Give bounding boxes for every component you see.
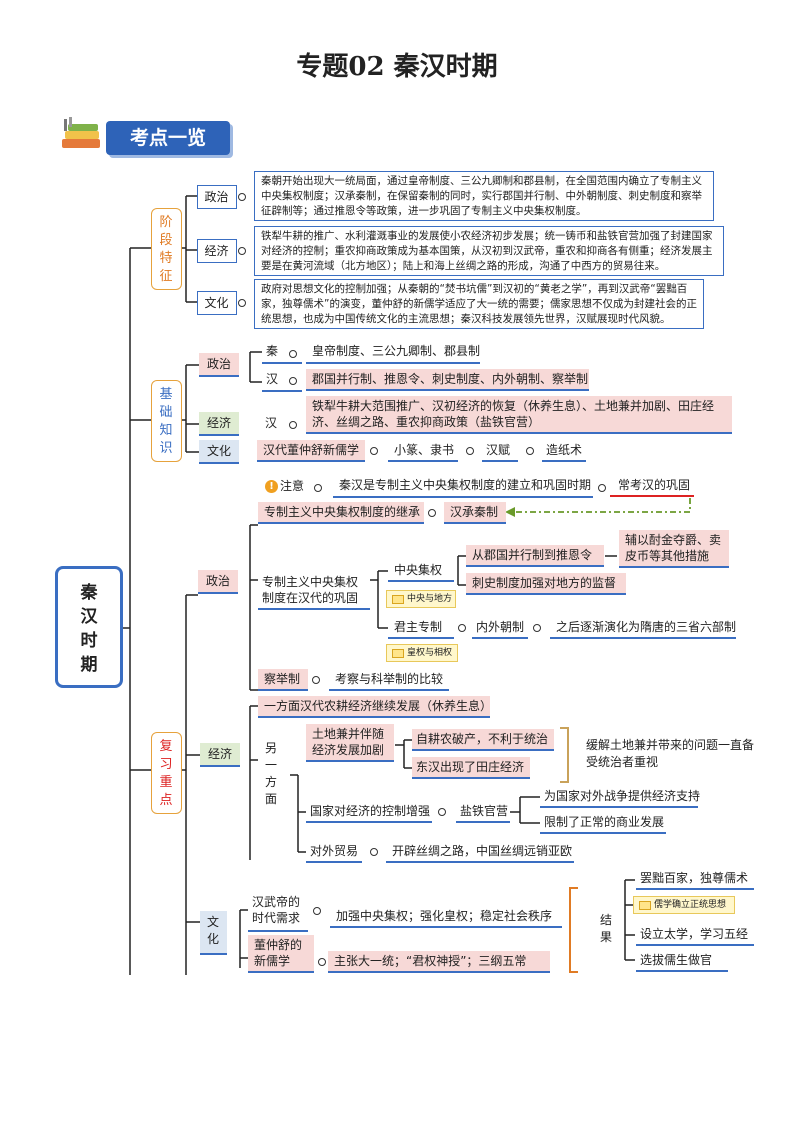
basic-economy-han: 汉 — [265, 416, 278, 430]
central-note: 中央与地方 — [386, 590, 456, 608]
attention-label: 注意 — [280, 479, 305, 493]
trade-box: 对外贸易 — [306, 841, 362, 863]
qin-text: 皇帝制度、三公九卿制、郡县制 — [306, 342, 480, 364]
result-c: 选拔儒生做官 — [636, 950, 728, 972]
inherit-result: 汉承秦制 — [444, 502, 506, 524]
monarch-note: 皇权与相权 — [386, 644, 458, 662]
stage-culture-text: 政府对思想文化的控制加强；从秦朝的“焚书坑儒”到汉初的“黄老之学”，再到汉武帝“… — [254, 279, 704, 329]
basic-politics-label: 政治 — [199, 353, 239, 377]
stage-economy-label: 经济 — [197, 239, 237, 263]
result-note: 儒学确立正统思想 — [633, 896, 735, 914]
land-a: 自耕农破产，不利于统治 — [412, 729, 554, 751]
culture-item-1: 汉代董仲舒新儒学 — [257, 440, 365, 462]
monarch-b: 之后逐渐演化为隋唐的三省六部制 — [550, 617, 736, 639]
review-culture-label: 文化 — [200, 911, 227, 955]
culture-item-3: 汉赋 — [482, 440, 518, 462]
salt-a: 为国家对外战争提供经济支持 — [540, 786, 700, 808]
root-node: 秦汉时期 — [55, 566, 123, 688]
basic-culture-label: 文化 — [199, 440, 239, 464]
need-box: 汉武帝的时代需求 — [248, 892, 308, 932]
recommend-box: 察举制 — [258, 669, 308, 691]
one-side: 一方面汉代农耕经济继续发展（休养生息） — [258, 696, 492, 718]
section-stage: 阶段特征 — [151, 208, 182, 290]
central-a-detail: 辅以酎金夺爵、卖皮币等其他措施 — [619, 530, 729, 568]
stage-politics-text: 秦朝开始出现大一统局面，通过皇帝制度、三公九卿制和郡县制，在全国范围内确立了专制… — [254, 171, 714, 221]
land-box: 土地兼并伴随经济发展加剧 — [306, 724, 394, 762]
consolidate-box: 专制主义中央集权制度在汉代的巩固 — [258, 572, 370, 610]
banner: 考点一览 — [106, 121, 230, 155]
culture-item-4: 造纸术 — [542, 440, 586, 462]
attention-note-1: 秦汉是专制主义中央集权制度的建立和巩固时期 — [333, 476, 593, 498]
review-politics-label: 政治 — [198, 570, 238, 594]
han-text: 郡国并行制、推恩令、刺史制度、内外朝制、察举制 — [306, 369, 589, 391]
result-a: 罢黜百家，独尊儒术 — [636, 868, 754, 890]
control-box: 国家对经济的控制增强 — [306, 801, 432, 823]
central-b: 刺史制度加强对地方的监督 — [466, 573, 626, 595]
land-b: 东汉出现了田庄经济 — [412, 757, 530, 779]
basic-economy-text: 铁犁牛耕大范围推广、汉初经济的恢复（休养生息）、土地兼并加剧、田庄经济、丝绸之路… — [306, 396, 732, 434]
stage-politics-label: 政治 — [197, 185, 237, 209]
other-side: 另一方面 — [264, 741, 277, 806]
dong-box: 董仲舒的新儒学 — [248, 935, 314, 973]
salt-box: 盐铁官营 — [456, 801, 510, 823]
banner-text: 考点一览 — [129, 127, 206, 149]
han-label: 汉 — [266, 372, 279, 386]
qin-label: 秦 — [266, 344, 279, 358]
section-basic: 基础知识 — [151, 380, 182, 462]
stage-culture-label: 文化 — [197, 291, 237, 315]
dong-a: 主张大一统；“君权神授”；三纲五常 — [328, 951, 550, 973]
basic-economy-label: 经济 — [199, 412, 239, 436]
section-review: 复习重点 — [151, 732, 182, 814]
attention-note-2: 常考汉的巩固 — [618, 478, 691, 492]
culture-item-2: 小篆、隶书 — [388, 440, 458, 462]
monarch-a: 内外朝制 — [472, 617, 528, 639]
review-economy-label: 经济 — [200, 743, 240, 767]
central-box: 中央集权 — [388, 560, 454, 582]
result-b: 设立太学，学习五经 — [636, 924, 754, 946]
central-a: 从郡国并行制到推恩令 — [466, 545, 604, 567]
salt-b: 限制了正常的商业发展 — [540, 812, 666, 834]
need-a: 加强中央集权；强化皇权；稳定社会秩序 — [330, 906, 562, 928]
monarch-box: 君主专制 — [388, 617, 454, 639]
result-label: 结果 — [599, 913, 612, 944]
stage-economy-text: 铁犁牛耕的推广、水利灌溉事业的发展使小农经济初步发展；统一铸币和盐铁官营加强了封… — [254, 226, 724, 276]
warning-icon: ! — [265, 480, 278, 493]
root-label: 秦汉时期 — [80, 583, 98, 675]
recommend-b: 考察与科举制的比较 — [329, 669, 449, 691]
page-title: 专题02 秦汉时期 — [296, 52, 498, 82]
land-note: 缓解土地兼并带来的问题一直备受统治者重视 — [586, 738, 755, 769]
inherit-box: 专制主义中央集权制度的继承 — [258, 502, 424, 524]
books-icon — [58, 117, 104, 153]
trade-a: 开辟丝绸之路，中国丝绸远销亚欧 — [386, 841, 574, 863]
